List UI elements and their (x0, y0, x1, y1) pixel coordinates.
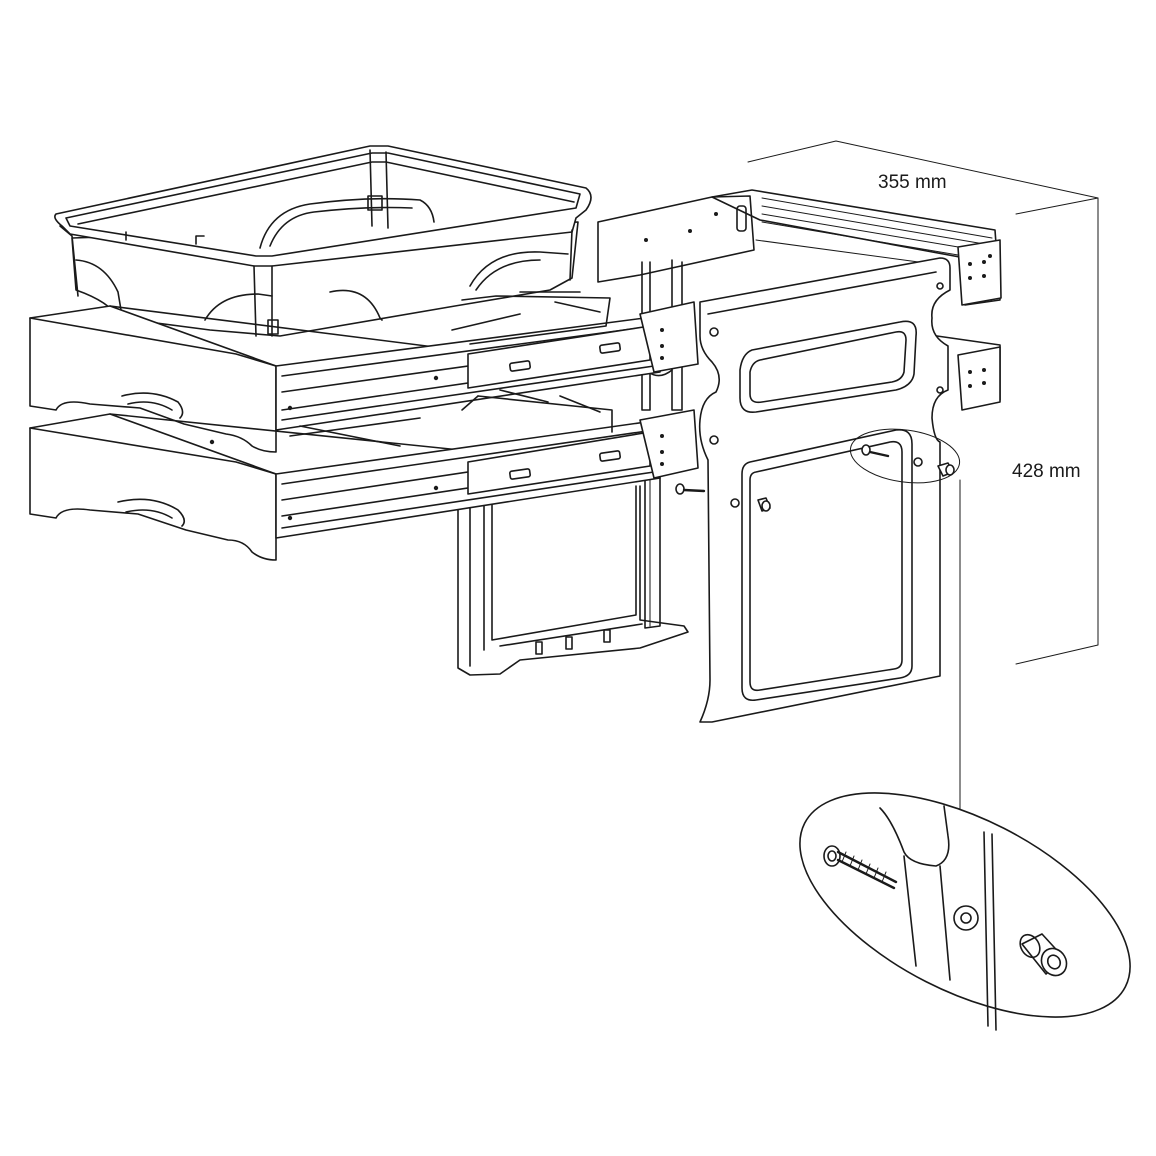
depth-dimension-label: 355 mm (878, 172, 947, 193)
fastener-detail-callout (799, 792, 1131, 1031)
upper-bin (54, 145, 592, 337)
detail-dowel-icon (1019, 933, 1068, 977)
rear-frame (597, 189, 1002, 411)
height-dimension-label: 428 mm (1012, 461, 1081, 482)
screw-icon (861, 444, 890, 458)
detail-screw-icon (823, 845, 898, 890)
upper-drawer (29, 291, 699, 453)
screw-icon-2 (675, 483, 706, 495)
dimension-lines: 355 mm 428 mm (747, 140, 1099, 665)
lower-drawer (29, 389, 699, 561)
lower-frame (457, 477, 689, 676)
front-mounting-panel (675, 257, 961, 819)
detail-hole-icon (953, 905, 979, 931)
dowel-icon-2 (937, 462, 955, 477)
dowel-icon (757, 497, 771, 512)
